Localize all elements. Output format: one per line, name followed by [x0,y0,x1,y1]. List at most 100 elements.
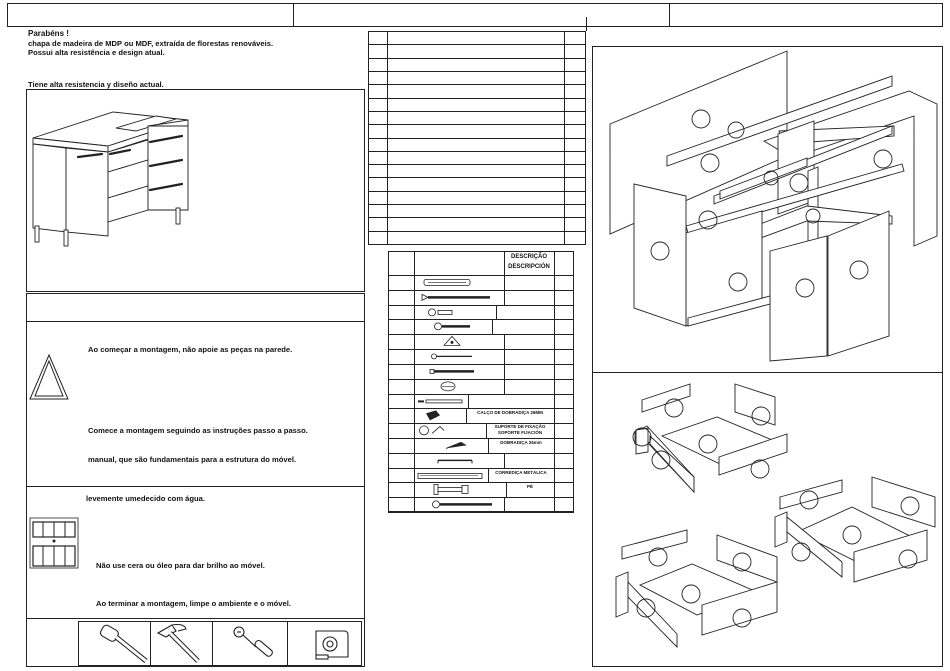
hardware-row-divider [388,467,574,469]
short-screw-icon [428,308,453,316]
hardware-cell-divider [554,363,555,379]
hardware-cell-divider [554,275,555,290]
hardware-row-divider [388,482,574,484]
parts-list-row [368,30,586,46]
hardware-row-divider [388,452,574,454]
parts-list-row [368,150,586,166]
hardware-cell-divider [496,304,497,320]
parts-list-cell [368,124,388,139]
parts-list-cell [564,150,586,166]
hardware-cell-divider [486,423,487,438]
hardware-row-divider [388,437,574,439]
parts-list-cell [387,30,565,46]
parts-list-cell [387,124,565,139]
threaded-screw-icon [429,368,474,374]
parts-list-cell [564,30,586,46]
hardware-desc: PÉ [526,484,533,490]
parts-list-cell [564,124,586,139]
parts-list-cell [368,70,388,86]
bracket-icon [443,336,461,347]
parts-list-row [368,124,586,139]
cabinet-illustration [32,111,189,247]
hardware-cell-divider [554,467,555,483]
parts-list-row [368,70,586,86]
hardware-row-divider [388,408,574,410]
hardware-row-divider [388,275,574,276]
parts-list-cell [368,150,388,166]
parts-list-row [368,164,586,179]
metal-slide-icon [417,472,483,479]
hardware-row-divider [388,363,574,365]
parts-list-cell [564,57,586,72]
parts-list-row [368,44,586,59]
hardware-cell-divider [492,319,493,335]
parts-list-cell [368,110,388,126]
parts-list-cell [387,57,565,72]
parts-list-cell [387,217,565,232]
parts-list-cell [368,97,388,112]
hardware-row-divider [388,378,574,380]
parts-list-cell [564,217,586,232]
parts-list-cell [564,190,586,206]
hardware-cell-divider [554,304,555,320]
hardware-cell-divider [504,349,505,364]
hardware-header-desc: DESCRIÇÃO [510,254,547,260]
parts-list-cell [564,110,586,126]
parts-list-cell [564,70,586,86]
parts-list-cell [564,177,586,192]
warning-text-3: manual, que são fundamentais para a estr… [88,455,297,464]
hardware-row-divider [388,349,574,351]
parts-list-row [368,204,586,219]
header-cell-1 [7,3,294,27]
fixing-support-icon [419,425,445,436]
cylinder-icon [440,381,456,391]
hardware-row-divider [388,319,574,321]
intro-line-3: Tiene alta resistencia y diseño actual. [28,80,164,89]
tools-box [26,618,365,667]
hardware-cell-divider [504,363,505,379]
hardware-cell-divider [554,378,555,394]
parts-list-cell [368,230,388,246]
hardware-cell-divider [554,423,555,438]
hardware-cell-divider [554,349,555,364]
hardware-cell-divider [504,452,505,468]
parts-list-cell [564,84,586,99]
parts-list-cell [368,190,388,206]
parts-list-row [368,97,586,112]
hardware-cell-divider [554,334,555,350]
hinge-icon [445,441,467,449]
hardware-row-divider [388,393,574,395]
hardware-header-desc-es: DESCRIPCIÓN [508,264,550,270]
hardware-cell-divider [554,452,555,468]
parts-list-cell [368,217,388,232]
exploded-view-drawers [615,383,936,649]
parts-list-cell [368,137,388,152]
parts-list-cell [564,44,586,59]
warning-text-2: Comece a montagem seguindo as instruções… [88,426,308,435]
hardware-desc: CALÇO DE DOBRADIÇA 26MM [477,410,543,416]
parts-list-cell [387,164,565,179]
hardware-cell-divider [554,497,555,512]
hardware-cell-divider [488,437,489,453]
parts-list-cell [368,44,388,59]
care-text-2: Não use cera ou óleo para dar brilho ao … [96,561,265,570]
hardware-cell-divider [504,497,505,512]
parts-list-cell [564,230,586,246]
nail-icon [431,353,472,360]
dowel-icon [423,279,471,286]
hardware-cell-divider [466,408,467,424]
rubber-mallet-icon [99,624,148,663]
header-cell-2 [293,3,670,27]
tools-strip [78,621,362,666]
tape-measure-icon [315,630,349,660]
parts-list-cell [564,137,586,152]
parts-list-row [368,217,586,232]
hardware-cell-divider [488,467,489,483]
hardware-cell-divider [506,482,507,498]
header-cell-3 [669,3,943,27]
hardware-row-divider [388,423,574,425]
parts-list-cell [564,97,586,112]
product-image-box [26,89,365,292]
hardware-cell-divider [468,393,469,409]
parts-list-cell [368,177,388,192]
